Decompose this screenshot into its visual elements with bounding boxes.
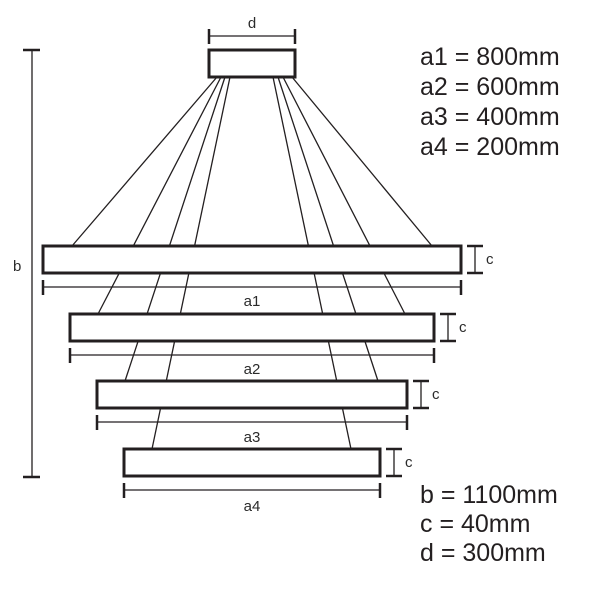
wire [97,76,222,315]
dimension-c-ring-1: c [467,244,494,275]
spec-b: b = 1100mm [420,481,558,509]
spec-a4: a4 = 200mm [420,133,560,161]
label-a1: a1 [244,293,261,310]
dimension-c-ring-4: c [386,447,413,478]
dimension-d: d [207,15,297,44]
spec-a1: a1 = 800mm [420,43,560,71]
dimension-c-ring-3: c [413,379,440,410]
label-a2: a2 [244,361,261,378]
dimension-b: b [13,48,40,479]
label-a4: a4 [244,498,261,515]
spec-d: d = 300mm [420,539,546,567]
label-d: d [248,15,256,32]
spec-list-diameters: a1 = 800mm a2 = 600mm a3 = 400mm a4 = 20… [420,43,560,161]
ceiling-canopy [207,48,297,79]
dimension-a4: a4 [122,483,382,515]
label-c: c [432,386,440,403]
wire [71,76,218,247]
dimension-a3: a3 [95,415,409,446]
ring-4 [122,447,382,478]
spec-list-other: b = 1100mm c = 40mm d = 300mm [420,481,558,567]
dimension-a1: a1 [41,280,463,310]
ring-1 [41,244,463,275]
label-b: b [13,258,21,275]
label-c: c [459,319,467,336]
label-c: c [486,251,494,268]
label-c: c [405,454,413,471]
dimension-c-ring-2: c [440,312,467,343]
ring-2 [68,312,436,343]
wire [291,76,433,247]
label-a3: a3 [244,429,261,446]
spec-c: c = 40mm [420,510,530,538]
spec-a3: a3 = 400mm [420,103,560,131]
ring-3 [95,379,409,410]
dimension-a2: a2 [68,348,436,378]
spec-a2: a2 = 600mm [420,73,560,101]
